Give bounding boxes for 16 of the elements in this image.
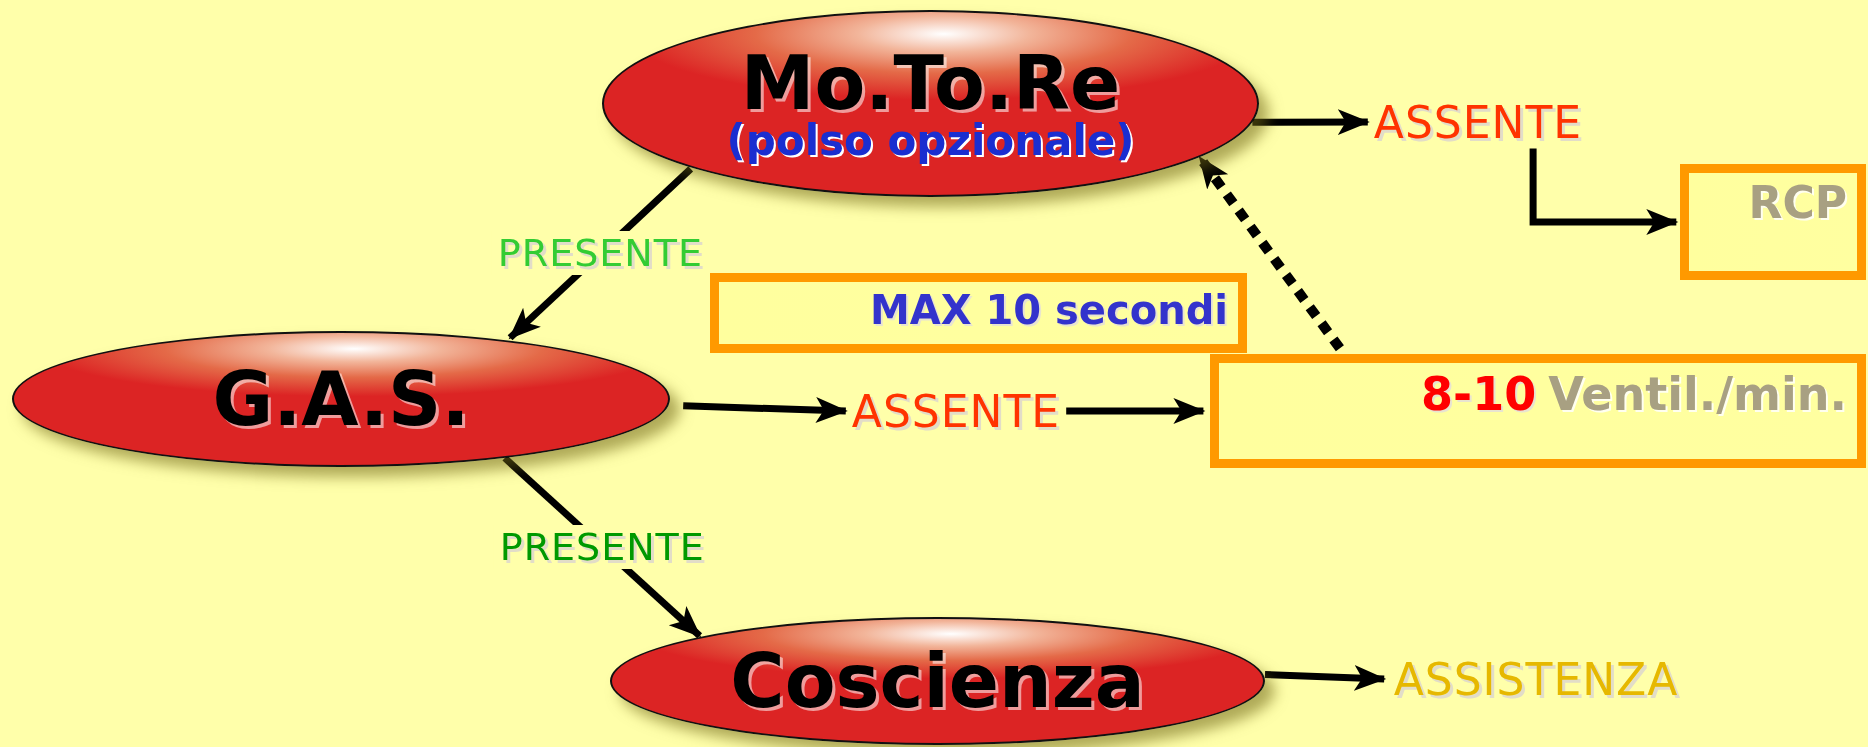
box-text: MAX 10 secondi <box>869 290 1228 330</box>
arrow <box>1252 109 1370 136</box>
status-text: ASSENTE <box>850 386 1062 436</box>
box-text: RCP <box>1748 181 1847 225</box>
status-text: ASSISTENZA <box>1390 655 1682 703</box>
value-text: 8-10 <box>1421 371 1537 417</box>
status-text: ASSENTE <box>1372 98 1584 146</box>
unit-text: Ventil./min. <box>1548 371 1847 417</box>
node-title: G.A.S. <box>212 362 470 436</box>
node-title: Mo.To.Re <box>740 45 1121 120</box>
info-box <box>1680 164 1866 280</box>
info-box <box>1210 354 1866 468</box>
node-subtitle: (polso opzionale) <box>726 119 1135 162</box>
info-box <box>710 273 1247 353</box>
node-title: Coscienza <box>730 644 1145 718</box>
arrow <box>1264 664 1387 691</box>
